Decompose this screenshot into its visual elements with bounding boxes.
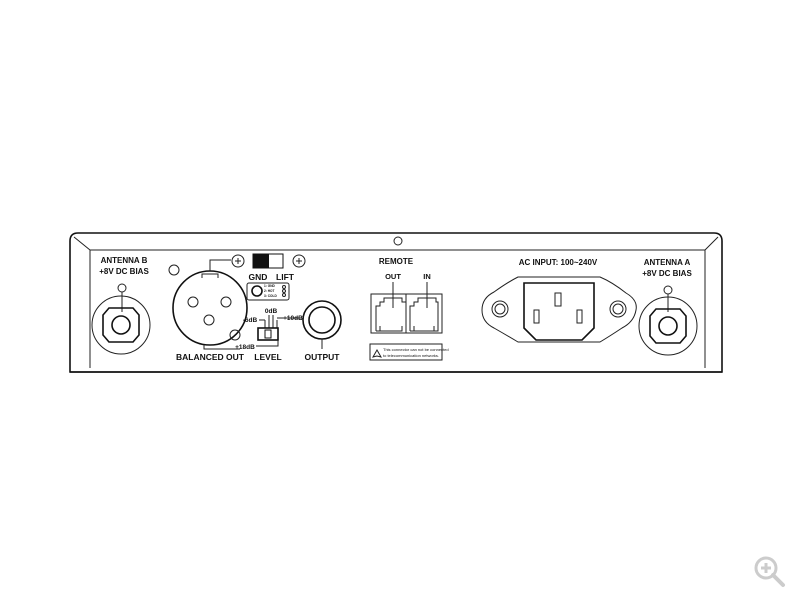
remote-warning-line2: to telecommunication networks. — [383, 353, 439, 358]
balanced-out-label: BALANCED OUT — [176, 352, 245, 362]
remote-label: REMOTE — [379, 257, 414, 266]
antenna-b-label: ANTENNA B — [101, 256, 148, 265]
lift-label: LIFT — [276, 272, 295, 282]
warning-icon — [371, 348, 383, 358]
ac-input-socket: AC INPUT: 100~240V — [481, 258, 637, 343]
antenna-a-connector: ANTENNA A +8V DC BIAS — [638, 258, 698, 356]
antenna-b-bias-label: +8V DC BIAS — [99, 267, 149, 276]
pin2-label: 2: HOT — [264, 289, 275, 293]
magnifier-plus-icon — [754, 556, 785, 587]
screw-icon — [231, 254, 245, 268]
chassis-screw-icon — [393, 236, 403, 246]
xlr-balanced-out: BALANCED OUT — [168, 259, 248, 362]
remote-in-label: IN — [423, 272, 431, 281]
screw-icon — [292, 254, 306, 268]
level-switch[interactable]: 0dB -6dB +10dB +18dB LEVEL — [235, 308, 303, 362]
antenna-a-bias-label: +8V DC BIAS — [642, 269, 692, 278]
output-jack: OUTPUT — [302, 300, 342, 362]
ground-lift-switch[interactable]: GND LIFT — [231, 253, 306, 282]
level-minus6-label: -6dB — [243, 317, 258, 324]
chassis — [69, 232, 723, 373]
remote-ports: REMOTE OUT IN This connector can not be … — [369, 257, 449, 361]
remote-warning-line1: This connector can not be connected — [383, 347, 449, 352]
level-label: LEVEL — [254, 352, 281, 362]
pinout-legend: 1: GND 2: HOT 3: COLD — [246, 282, 290, 301]
remote-out-label: OUT — [385, 272, 401, 281]
gnd-label: GND — [249, 272, 268, 282]
level-0db-label: 0dB — [265, 308, 278, 315]
pin1-label: 1: GND — [264, 284, 276, 288]
pin3-label: 3: COLD — [264, 294, 277, 298]
antenna-b-connector: ANTENNA B +8V DC BIAS — [91, 256, 151, 355]
warning-box — [369, 343, 443, 361]
ac-input-label: AC INPUT: 100~240V — [519, 258, 598, 267]
output-label: OUTPUT — [305, 352, 341, 362]
zoom-in-button[interactable] — [752, 554, 786, 588]
antenna-a-label: ANTENNA A — [644, 258, 691, 267]
level-plus18-label: +18dB — [235, 344, 255, 351]
